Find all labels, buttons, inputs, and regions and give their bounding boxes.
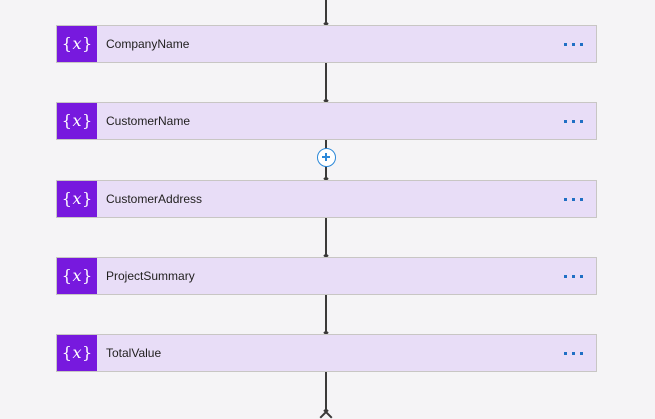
arrowhead-icon <box>318 247 334 257</box>
variable-icon-glyph-x: x <box>72 111 82 130</box>
variable-icon: {x} <box>57 26 97 62</box>
action-card-customeraddress[interactable]: {x} CustomerAddress <box>56 180 597 218</box>
variable-icon-glyph: { <box>61 343 72 362</box>
action-card-projectsummary[interactable]: {x} ProjectSummary <box>56 257 597 295</box>
ellipsis-dot <box>579 42 583 46</box>
connector-line <box>325 295 327 334</box>
ellipsis-dot <box>563 351 567 355</box>
variable-icon-glyph: { <box>61 34 72 53</box>
variable-icon-glyph-x: x <box>72 266 82 285</box>
ellipsis-dot <box>579 274 583 278</box>
ellipsis-icon[interactable] <box>550 335 596 371</box>
variable-icon: {x} <box>57 181 97 217</box>
arrowhead-icon <box>318 402 334 412</box>
variable-icon: {x} <box>57 258 97 294</box>
connector-line <box>325 63 327 102</box>
arrowhead-icon <box>318 170 334 180</box>
ellipsis-icon[interactable] <box>550 181 596 217</box>
arrowhead-icon <box>318 92 334 102</box>
variable-icon-glyph: } <box>82 189 93 208</box>
insert-step-button[interactable] <box>317 148 336 167</box>
ellipsis-dot <box>563 197 567 201</box>
ellipsis-dot <box>563 274 567 278</box>
variable-icon-glyph-x: x <box>72 34 82 53</box>
action-card-title: CompanyName <box>106 37 190 51</box>
ellipsis-dot <box>579 119 583 123</box>
ellipsis-dot <box>579 351 583 355</box>
action-card-title: CustomerAddress <box>106 192 203 206</box>
ellipsis-dot <box>563 42 567 46</box>
variable-icon-glyph: { <box>61 189 72 208</box>
action-card-totalvalue[interactable]: {x} TotalValue <box>56 334 597 372</box>
ellipsis-dot <box>579 197 583 201</box>
variable-icon-glyph: } <box>82 266 93 285</box>
ellipsis-icon[interactable] <box>550 258 596 294</box>
ellipsis-dot <box>571 351 575 355</box>
action-card-title: CustomerName <box>106 114 191 128</box>
connector-line <box>325 218 327 257</box>
variable-icon: {x} <box>57 335 97 371</box>
connector-outgoing-bottom <box>318 372 334 412</box>
connector-incoming-top <box>318 0 334 25</box>
ellipsis-icon[interactable] <box>550 103 596 139</box>
action-card-title: ProjectSummary <box>106 269 195 283</box>
action-card-customername[interactable]: {x} CustomerName <box>56 102 597 140</box>
ellipsis-dot <box>571 42 575 46</box>
connector-companyname-to-customername <box>318 63 334 102</box>
variable-icon-glyph-x: x <box>72 189 82 208</box>
connector-customeraddress-to-projectsummary <box>318 218 334 257</box>
variable-icon: {x} <box>57 103 97 139</box>
arrowhead-icon <box>318 15 334 25</box>
connector-line <box>325 372 327 412</box>
connector-line <box>325 0 327 25</box>
action-card-companyname[interactable]: {x} CompanyName <box>56 25 597 63</box>
arrowhead-icon <box>318 324 334 334</box>
connector-projectsummary-to-totalvalue <box>318 295 334 334</box>
variable-icon-glyph-x: x <box>72 343 82 362</box>
ellipsis-dot <box>571 274 575 278</box>
ellipsis-dot <box>571 119 575 123</box>
ellipsis-icon[interactable] <box>550 26 596 62</box>
ellipsis-dot <box>563 119 567 123</box>
action-card-title: TotalValue <box>106 346 162 360</box>
variable-icon-glyph: } <box>82 34 93 53</box>
variable-icon-glyph: } <box>82 111 93 130</box>
variable-icon-glyph: { <box>61 111 72 130</box>
variable-icon-glyph: { <box>61 266 72 285</box>
variable-icon-glyph: } <box>82 343 93 362</box>
ellipsis-dot <box>571 197 575 201</box>
